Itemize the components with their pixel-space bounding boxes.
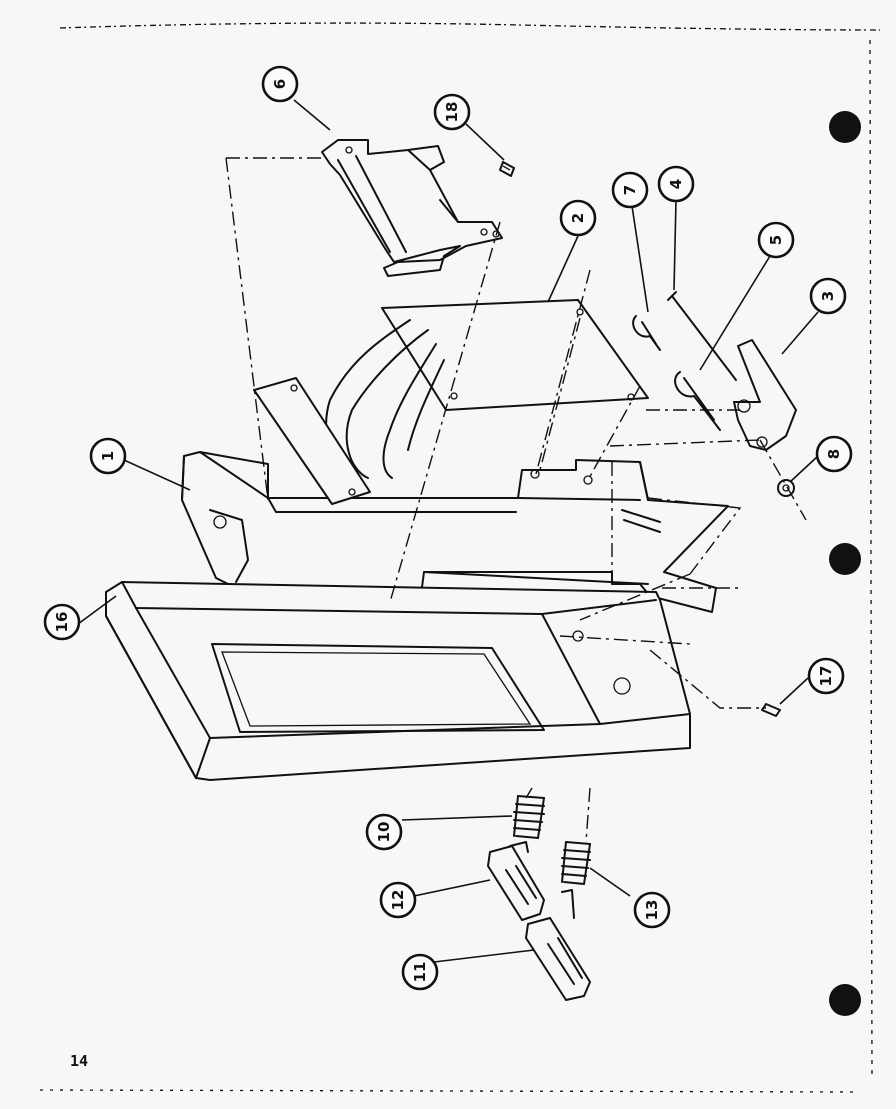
wire-harness bbox=[325, 319, 445, 481]
callout-10: 10 bbox=[365, 813, 403, 851]
callout-label: 7 bbox=[621, 185, 639, 195]
callout-label: 11 bbox=[411, 962, 429, 983]
leader-lines bbox=[77, 99, 819, 963]
callout-3: 3 bbox=[809, 277, 847, 315]
callout-label: 3 bbox=[819, 291, 837, 301]
alignment-lines bbox=[225, 157, 807, 843]
scan-border bbox=[39, 22, 881, 1093]
callout-label: 10 bbox=[375, 822, 393, 843]
callout-label: 13 bbox=[643, 900, 661, 921]
part-5-clip bbox=[674, 371, 721, 431]
part-7-clip bbox=[632, 315, 661, 351]
callout-11: 11 bbox=[401, 953, 439, 991]
part-12-latch bbox=[487, 841, 545, 921]
callout-5: 5 bbox=[757, 221, 795, 259]
callout-label: 2 bbox=[569, 213, 587, 223]
part-3-hinge bbox=[733, 339, 797, 451]
page-number: 14 bbox=[70, 1052, 89, 1070]
callout-13: 13 bbox=[633, 891, 671, 929]
callout-7: 7 bbox=[611, 171, 649, 209]
part-11-latch bbox=[525, 889, 591, 1001]
callout-label: 16 bbox=[53, 612, 71, 633]
callout-label: 4 bbox=[667, 179, 685, 189]
part-10-spring bbox=[513, 795, 545, 839]
part-6-bracket bbox=[321, 139, 503, 277]
callout-label: 1 bbox=[99, 451, 117, 461]
callout-1: 1 bbox=[89, 437, 127, 475]
callout-label: 17 bbox=[817, 666, 835, 687]
part-13-spring bbox=[561, 841, 591, 885]
callout-17: 17 bbox=[807, 657, 845, 695]
callout-label: 6 bbox=[271, 79, 289, 89]
punch-hole bbox=[829, 984, 861, 1016]
punch-hole bbox=[829, 111, 861, 143]
part-18-screw bbox=[499, 161, 515, 177]
callout-label: 18 bbox=[443, 102, 461, 123]
callout-16: 16 bbox=[43, 603, 81, 641]
callout-4: 4 bbox=[657, 165, 695, 203]
callout-8: 8 bbox=[815, 435, 853, 473]
callout-12: 12 bbox=[379, 881, 417, 919]
callout-6: 6 bbox=[261, 65, 299, 103]
cross-bracket bbox=[253, 377, 371, 505]
callout-label: 5 bbox=[767, 235, 785, 245]
callout-2: 2 bbox=[559, 199, 597, 237]
callout-label: 8 bbox=[825, 449, 843, 459]
part-8-washer bbox=[777, 479, 795, 497]
part-4-pin bbox=[667, 291, 737, 381]
part-2-board bbox=[381, 299, 649, 411]
punch-hole bbox=[829, 543, 861, 575]
callout-18: 18 bbox=[433, 93, 471, 131]
callout-label: 12 bbox=[389, 890, 407, 911]
part-17-screw bbox=[761, 703, 781, 717]
part-16-frame bbox=[105, 581, 691, 781]
